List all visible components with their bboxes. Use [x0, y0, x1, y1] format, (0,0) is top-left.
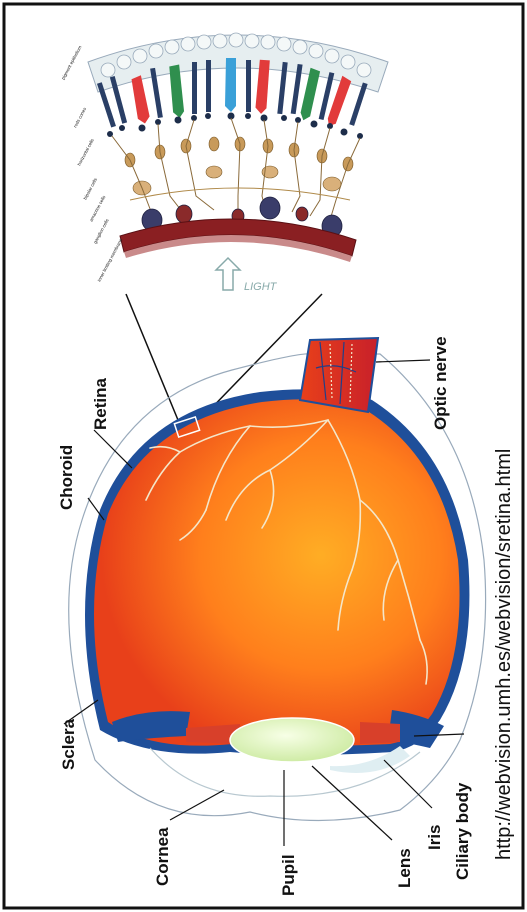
- label-lens: Lens: [395, 848, 414, 888]
- label-pupil: Pupil: [279, 854, 298, 896]
- iris-2: [360, 722, 400, 744]
- label-choroid: Choroid: [57, 445, 76, 510]
- light-label: LIGHT: [244, 281, 278, 293]
- optic-nerve: [300, 338, 378, 412]
- label-iris: Iris: [425, 824, 444, 850]
- label-optic-nerve: Optic nerve: [431, 336, 450, 430]
- source-url: http://webvision.umh.es/webvision/sretin…: [493, 449, 515, 860]
- label-cornea: Cornea: [153, 827, 172, 886]
- lens: [230, 718, 354, 762]
- label-ciliary-body: Ciliary body: [453, 782, 472, 880]
- label-sclera: Sclera: [59, 718, 78, 770]
- label-retina: Retina: [91, 378, 110, 431]
